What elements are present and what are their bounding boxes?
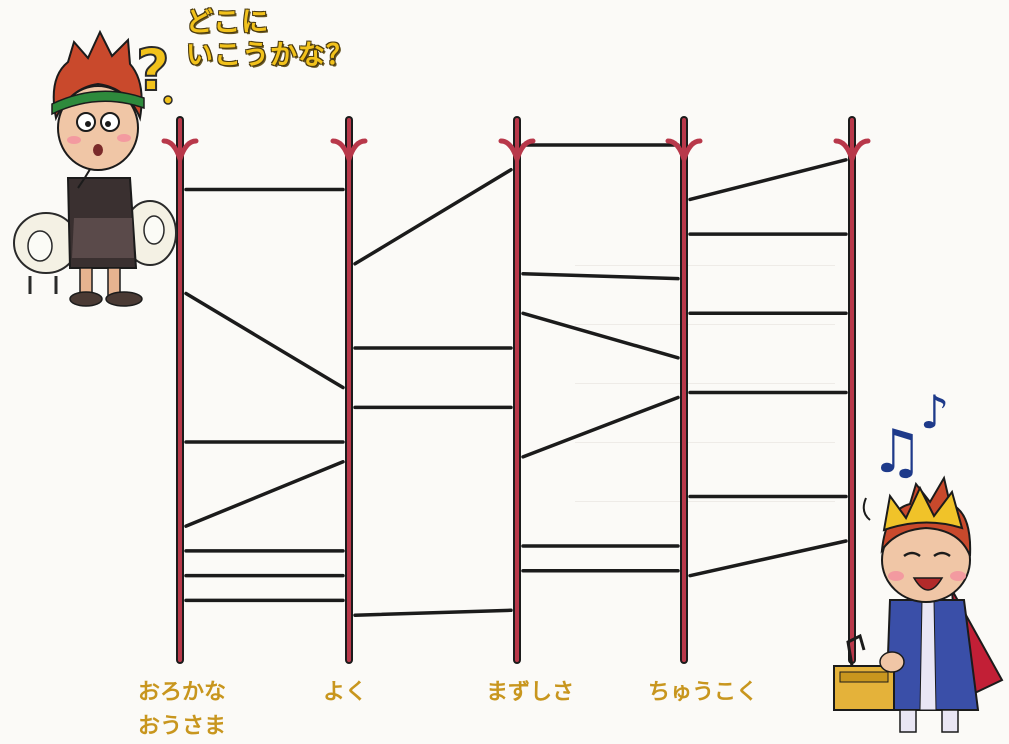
shepherd-boy-illustration: ? — [13, 29, 177, 307]
ladder-rung — [521, 271, 680, 281]
arrow-down-icon — [833, 138, 871, 167]
label-column-3: ちゅうこく — [628, 676, 778, 710]
music-note-icon-small: ♪ — [920, 385, 949, 439]
ladder-rung — [353, 168, 513, 266]
king-illustration: ♫ ♪ — [833, 385, 1004, 733]
label-column-0-line-1: おろかな — [137, 680, 226, 705]
ladder-pole-4 — [833, 116, 871, 664]
label-column-1-line-1: よく — [322, 680, 367, 705]
page-show-through — [575, 235, 835, 535]
ladder-rung — [184, 291, 345, 390]
ladder-rung — [521, 395, 680, 459]
speech-line-2: いこうかな？ — [186, 40, 354, 71]
ladder-rung — [184, 460, 345, 528]
ladder-pole-0 — [161, 116, 199, 664]
speech-line-1: どこに — [186, 7, 270, 38]
ladder-pole-1 — [330, 116, 368, 664]
ladder-pole-2 — [498, 116, 536, 664]
arrow-down-icon — [161, 138, 199, 167]
label-column-1: よく — [300, 676, 390, 710]
label-column-0: おろかな おうさま — [122, 676, 242, 744]
ladder-rung — [688, 539, 848, 578]
label-column-0-line-2: おうさま — [137, 714, 226, 739]
music-note-icon: ♫ — [870, 417, 924, 487]
arrow-down-icon — [330, 138, 368, 167]
ladder-rung — [688, 158, 848, 202]
label-column-3-line-1: ちゅうこく — [647, 680, 758, 705]
arrow-down-icon — [498, 138, 536, 167]
ladder-pole-3 — [665, 116, 703, 664]
ladder-rung — [353, 608, 513, 617]
ladder-rung — [521, 311, 680, 360]
speech-bubble: どこに いこうかな？ — [186, 6, 354, 72]
label-column-2: まずしさ — [470, 676, 590, 710]
label-column-2-line-1: まずしさ — [485, 680, 574, 705]
question-mark-icon: ? — [136, 36, 170, 104]
arrow-down-icon — [665, 138, 703, 167]
